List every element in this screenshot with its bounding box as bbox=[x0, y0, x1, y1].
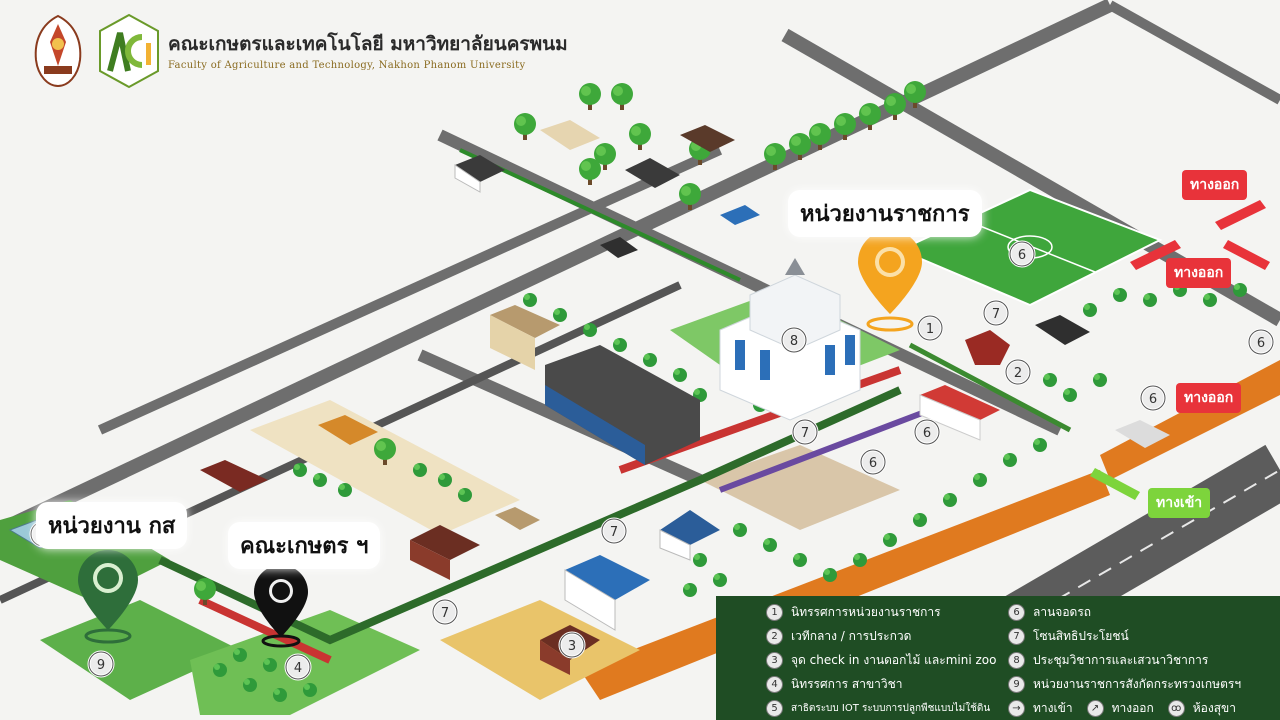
svg-text:1: 1 bbox=[926, 322, 934, 337]
marker-4: 4 bbox=[284, 653, 312, 681]
gate-building bbox=[1115, 420, 1170, 448]
small-hall bbox=[495, 507, 540, 530]
marker-8: 8 bbox=[780, 326, 808, 354]
agri-logo-icon bbox=[99, 13, 159, 89]
red-barn bbox=[410, 525, 480, 560]
svg-text:8: 8 bbox=[790, 334, 798, 349]
dark-shed bbox=[200, 460, 268, 492]
svg-text:2: 2 bbox=[1014, 366, 1022, 381]
marker-6-b: 6 bbox=[859, 448, 887, 476]
svg-text:7: 7 bbox=[992, 307, 1000, 322]
marker-6-c: 6 bbox=[1139, 384, 1167, 412]
marker-7-c: 7 bbox=[600, 517, 628, 545]
header: คณะเกษตรและเทคโนโลยี มหาวิทยาลัยนครพนม F… bbox=[30, 12, 568, 90]
entrance-icon: → bbox=[1008, 699, 1025, 717]
svg-text:6: 6 bbox=[923, 426, 931, 441]
label-faculty: คณะเกษตร ฯ bbox=[228, 522, 381, 569]
buildings bbox=[8, 120, 1170, 675]
label-kor-sor-unit: หน่วยงาน กส bbox=[36, 502, 188, 549]
office-box bbox=[490, 305, 560, 338]
svg-text:4: 4 bbox=[294, 661, 302, 676]
svg-text:7: 7 bbox=[441, 606, 449, 621]
svg-text:6: 6 bbox=[1257, 336, 1265, 351]
red-roof-building bbox=[919, 385, 1000, 441]
svg-text:3: 3 bbox=[568, 639, 576, 654]
svg-text:6: 6 bbox=[1018, 248, 1026, 263]
marker-1: 1 bbox=[916, 314, 944, 342]
bungalow-3 bbox=[625, 158, 680, 188]
bungalow-1 bbox=[455, 155, 505, 182]
svg-text:7: 7 bbox=[801, 426, 809, 441]
exit-label-2[interactable]: ทางออก bbox=[1166, 258, 1232, 288]
main-building bbox=[719, 258, 861, 421]
svg-text:7: 7 bbox=[610, 525, 618, 540]
marker-7-b: 7 bbox=[791, 418, 819, 446]
svg-text:9: 9 bbox=[97, 658, 105, 673]
marker-7-d: 7 bbox=[431, 598, 459, 626]
map-pin-orange[interactable] bbox=[858, 230, 922, 332]
solar-building bbox=[565, 555, 650, 600]
house-right bbox=[1035, 315, 1090, 345]
exit-label-1[interactable]: ทางออก bbox=[1182, 170, 1248, 200]
bus-shelter bbox=[720, 205, 760, 225]
exit-icon: ↗ bbox=[1086, 699, 1104, 717]
map-pin-black[interactable] bbox=[254, 565, 308, 648]
stage bbox=[965, 330, 1010, 365]
map-pin-green[interactable] bbox=[78, 550, 138, 644]
marker-3: 3 bbox=[558, 631, 586, 659]
university-seal-icon bbox=[34, 14, 82, 88]
svg-text:6: 6 bbox=[1149, 392, 1157, 407]
orange-shed bbox=[318, 415, 378, 445]
long-hall bbox=[545, 345, 700, 465]
entrance-label[interactable]: ทางเข้า bbox=[1148, 488, 1211, 518]
faculty-title-english: Faculty of Agriculture and Technology, N… bbox=[168, 59, 526, 71]
marker-6-field: 6 bbox=[1008, 240, 1036, 268]
marker-9: 9 bbox=[87, 650, 115, 678]
restroom-icon: ꝏ bbox=[1167, 699, 1185, 717]
legend-entrance: →ทางเข้า bbox=[1008, 696, 1073, 720]
faculty-title-thai: คณะเกษตรและเทคโนโลยี มหาวิทยาลัยนครพนม bbox=[168, 32, 568, 55]
bungalow-4 bbox=[680, 125, 735, 152]
exit-label-3[interactable]: ทางออก bbox=[1176, 383, 1242, 413]
marker-2: 2 bbox=[1004, 358, 1032, 386]
marker-6-d: 6 bbox=[1247, 328, 1275, 356]
exit-arrows bbox=[1130, 200, 1270, 270]
legend-exit: ↗ทางออก bbox=[1086, 696, 1154, 720]
svg-text:6: 6 bbox=[869, 456, 877, 471]
marker-7-a: 7 bbox=[982, 299, 1010, 327]
bungalow-2 bbox=[540, 120, 600, 150]
entrance-arrow bbox=[1090, 468, 1140, 500]
label-government-unit: หน่วยงานราชการ bbox=[788, 190, 982, 237]
blue-roof-house bbox=[660, 510, 720, 545]
marker-6-a: 6 bbox=[913, 418, 941, 446]
bungalow-5 bbox=[600, 237, 638, 258]
